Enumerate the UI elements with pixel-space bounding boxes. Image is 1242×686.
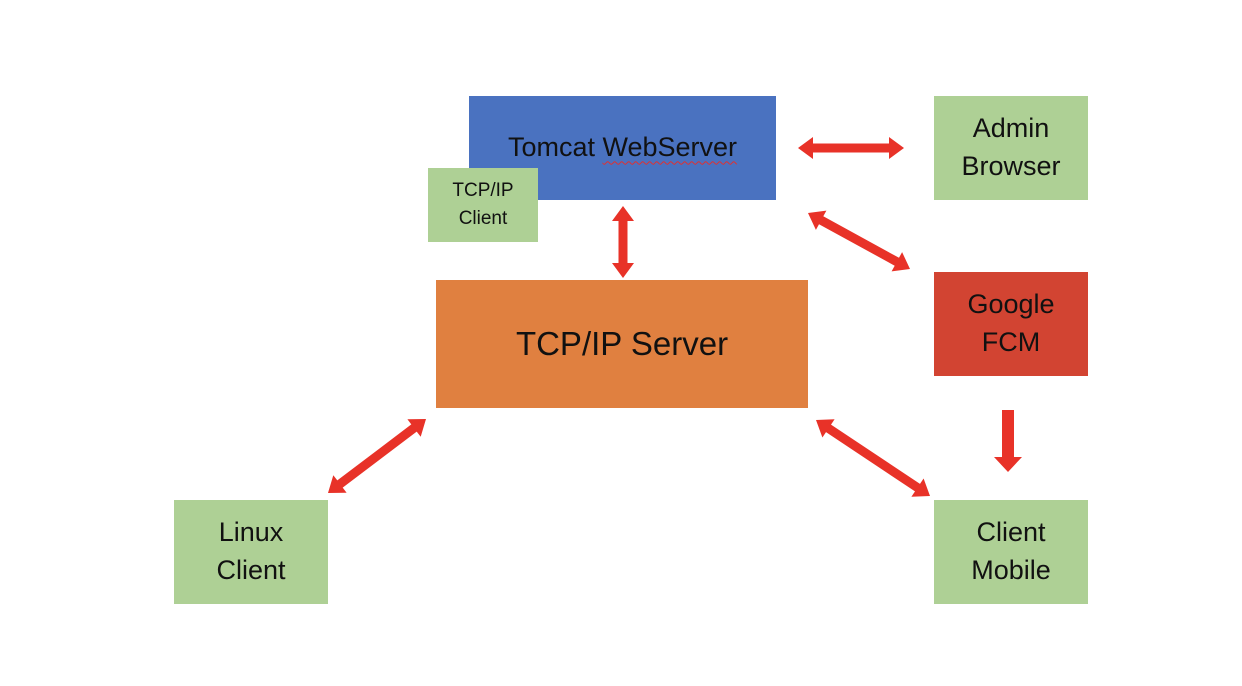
- arrow-tomcat-server-shape: [612, 206, 634, 278]
- google-fcm-line1: Google: [967, 289, 1055, 320]
- arrow-tomcat-fcm-shape: [808, 210, 910, 272]
- linux-client-label: Linux Client: [216, 514, 285, 590]
- arrow-server-mobile: [816, 419, 930, 497]
- google-fcm-node: Google FCM: [934, 272, 1088, 376]
- arrow-server-mobile-shape: [816, 419, 930, 497]
- admin-browser-line2: Browser: [961, 151, 1061, 181]
- tcpip-server-label: TCP/IP Server: [515, 324, 729, 362]
- tcpip-client-line2: Client: [458, 208, 508, 229]
- arrow-fcm-mobile-shape: [994, 410, 1022, 472]
- client-mobile-label: Client Mobile: [971, 514, 1051, 590]
- arrow-fcm-mobile: [994, 410, 1022, 472]
- arrow-tomcat-admin-shape: [798, 137, 904, 159]
- google-fcm-line2: FCM: [981, 327, 1041, 357]
- admin-browser-label: Admin Browser: [961, 110, 1060, 186]
- webserver-label-part: WebServer: [602, 132, 738, 163]
- arrow-tomcat-fcm: [808, 210, 910, 272]
- tcpip-client-line1: TCP/IP: [452, 179, 514, 201]
- linux-client-line1: Linux: [218, 517, 284, 548]
- client-mobile-line2: Mobile: [971, 555, 1051, 585]
- admin-browser-line1: Admin: [972, 113, 1050, 144]
- google-fcm-label: Google FCM: [967, 286, 1054, 362]
- tomcat-webserver-label: Tomcat WebServer: [508, 130, 737, 165]
- arrow-tomcat-admin: [798, 137, 904, 159]
- arrow-server-linux-shape: [328, 419, 426, 493]
- tcpip-client-label: TCP/IP Client: [452, 177, 513, 234]
- linux-client-node: Linux Client: [174, 500, 328, 604]
- linux-client-line2: Client: [216, 555, 286, 585]
- tcpip-server-node: TCP/IP Server: [436, 280, 808, 408]
- tcpip-client-node: TCP/IP Client: [428, 168, 538, 242]
- arrow-server-linux: [328, 419, 426, 493]
- tomcat-label-part: Tomcat: [507, 132, 603, 163]
- admin-browser-node: Admin Browser: [934, 96, 1088, 200]
- arrow-tomcat-server: [612, 206, 634, 278]
- client-mobile-node: Client Mobile: [934, 500, 1088, 604]
- client-mobile-line1: Client: [976, 517, 1046, 548]
